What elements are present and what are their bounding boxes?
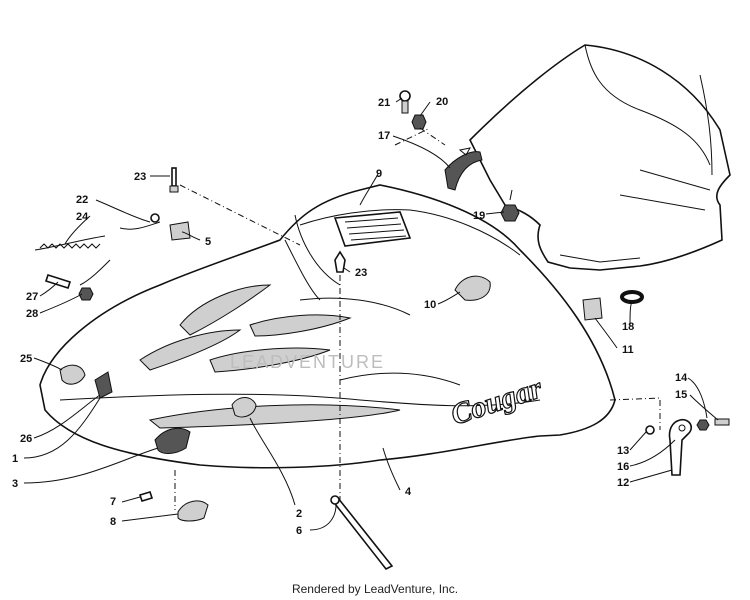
- windshield-bracket: [444, 147, 483, 191]
- cable-22: [79, 213, 161, 286]
- spring-24: [34, 235, 106, 251]
- nut-19: [500, 189, 520, 222]
- screw-7: [138, 491, 154, 502]
- watermark: LEADVENTURE: [230, 352, 385, 372]
- callout-12: 12: [617, 477, 629, 489]
- callout-23-top: 23: [134, 171, 146, 183]
- side-vent-3: [154, 427, 191, 454]
- callout-27: 27: [26, 291, 38, 303]
- callout-26: 26: [20, 433, 32, 445]
- footer-credit: Rendered by LeadVenture, Inc.: [291, 582, 459, 596]
- callout-18: 18: [622, 321, 634, 333]
- washer-18: [620, 290, 644, 304]
- callout-3: 3: [12, 478, 18, 490]
- windshield: [469, 44, 731, 271]
- callout-5: 5: [205, 236, 211, 248]
- callout-23-hood: 23: [355, 267, 367, 279]
- callout-14: 14: [675, 372, 688, 384]
- callout-1: 1: [12, 453, 18, 465]
- callout-13: 13: [617, 445, 629, 457]
- callout-17: 17: [378, 130, 390, 142]
- callout-22: 22: [76, 194, 88, 206]
- bolt-23-hood: [334, 250, 346, 500]
- leader-lines: [23, 97, 719, 531]
- callout-8: 8: [110, 516, 116, 528]
- callout-24: 24: [76, 211, 89, 223]
- callout-10: 10: [424, 299, 436, 311]
- nut-28: [78, 287, 94, 301]
- callout-25: 25: [20, 353, 32, 365]
- callout-21: 21: [378, 97, 390, 109]
- bumper-8: [177, 500, 209, 522]
- emblem-25: [59, 364, 86, 385]
- callout-20: 20: [436, 96, 448, 108]
- callout-9: 9: [376, 168, 382, 180]
- bracket-11: [582, 297, 603, 321]
- callout-2: 2: [296, 508, 302, 520]
- callout-4: 4: [405, 486, 412, 498]
- emblem-2: [231, 397, 257, 418]
- bolt-27: [44, 273, 72, 290]
- callout-15: 15: [675, 389, 687, 401]
- decal-9: [333, 211, 412, 247]
- emblem-10: [454, 275, 491, 301]
- callout-19: 19: [473, 210, 485, 222]
- clip-5: [169, 221, 191, 241]
- reference-lines: [174, 127, 431, 510]
- bolt-20-21: [399, 90, 446, 146]
- bolt-23-top: [169, 167, 179, 193]
- callout-28: 28: [26, 308, 38, 320]
- prop-rod-6: [330, 495, 394, 571]
- callouts: 1 2 3 4 5 6 7 8 9 10 11 12 13 14 15 16 1…: [12, 96, 688, 537]
- callout-11: 11: [622, 344, 634, 356]
- emblem-26: [94, 371, 113, 399]
- pivot-assembly: [609, 397, 730, 476]
- hood: [39, 184, 616, 469]
- callout-16: 16: [617, 461, 629, 473]
- callout-6: 6: [296, 525, 302, 537]
- callout-7: 7: [110, 496, 116, 508]
